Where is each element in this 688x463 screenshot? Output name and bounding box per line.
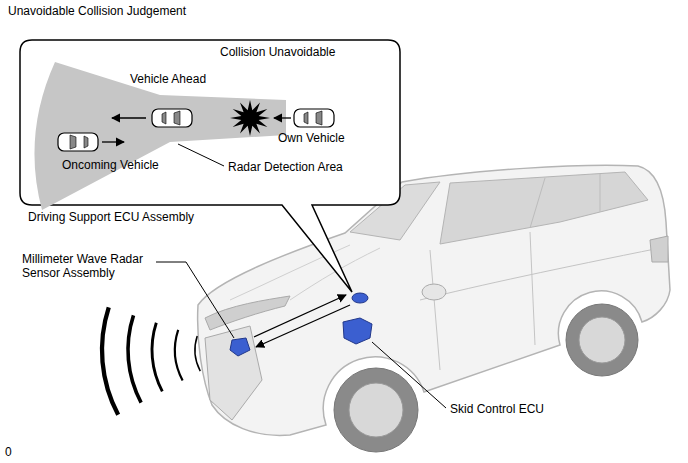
part-name: Skid Control ECU [450, 402, 544, 416]
hood-crease [230, 245, 380, 300]
collision-burst [230, 100, 270, 136]
radar-waves [102, 307, 200, 414]
callout-box: Collision UnavoidableVehicle AheadOncomi… [20, 40, 400, 205]
figure-number: 0 [5, 445, 12, 459]
pillar [530, 174, 600, 228]
signal-arrow [256, 305, 350, 347]
radar-wave [195, 336, 200, 371]
leader-line [372, 342, 446, 408]
skid-control-ecu [343, 318, 372, 344]
radar-wave [128, 315, 141, 402]
scene-label: Own Vehicle [278, 131, 345, 145]
scene-label: Vehicle Ahead [130, 72, 206, 86]
radar-wave [102, 307, 118, 414]
grille [205, 326, 262, 420]
side-mirror [422, 284, 446, 300]
vehicle-icon [152, 109, 192, 127]
scene-label: Radar Detection Area [228, 160, 343, 174]
millimeter-wave-radar [230, 338, 250, 356]
part-name: Millimeter Wave Radar Sensor Assembly [22, 252, 157, 281]
motion-arrow [102, 141, 124, 142]
car-body [198, 165, 670, 435]
motion-arrow [274, 117, 291, 118]
leader-line [156, 262, 234, 338]
radar-detection-area [34, 62, 286, 210]
callout-outline [20, 40, 400, 205]
leader-line [178, 144, 224, 166]
callout-heading: Collision Unavoidable [220, 45, 335, 59]
side-window [440, 172, 648, 244]
rear-light [650, 236, 668, 262]
radar-wave [152, 323, 162, 392]
part-name: Driving Support ECU Assembly [28, 210, 194, 224]
vehicle-icon [58, 133, 98, 151]
scene-label: Oncoming Vehicle [62, 158, 159, 172]
signal-arrow [254, 295, 346, 337]
radar-wave [175, 330, 183, 381]
driving-support-ecu [352, 293, 368, 303]
motion-arrow [112, 117, 146, 118]
vehicle-icon [294, 109, 334, 127]
door-line [420, 232, 660, 370]
diagram-title: Unavoidable Collision Judgement [8, 4, 186, 18]
callout-border [20, 40, 400, 292]
